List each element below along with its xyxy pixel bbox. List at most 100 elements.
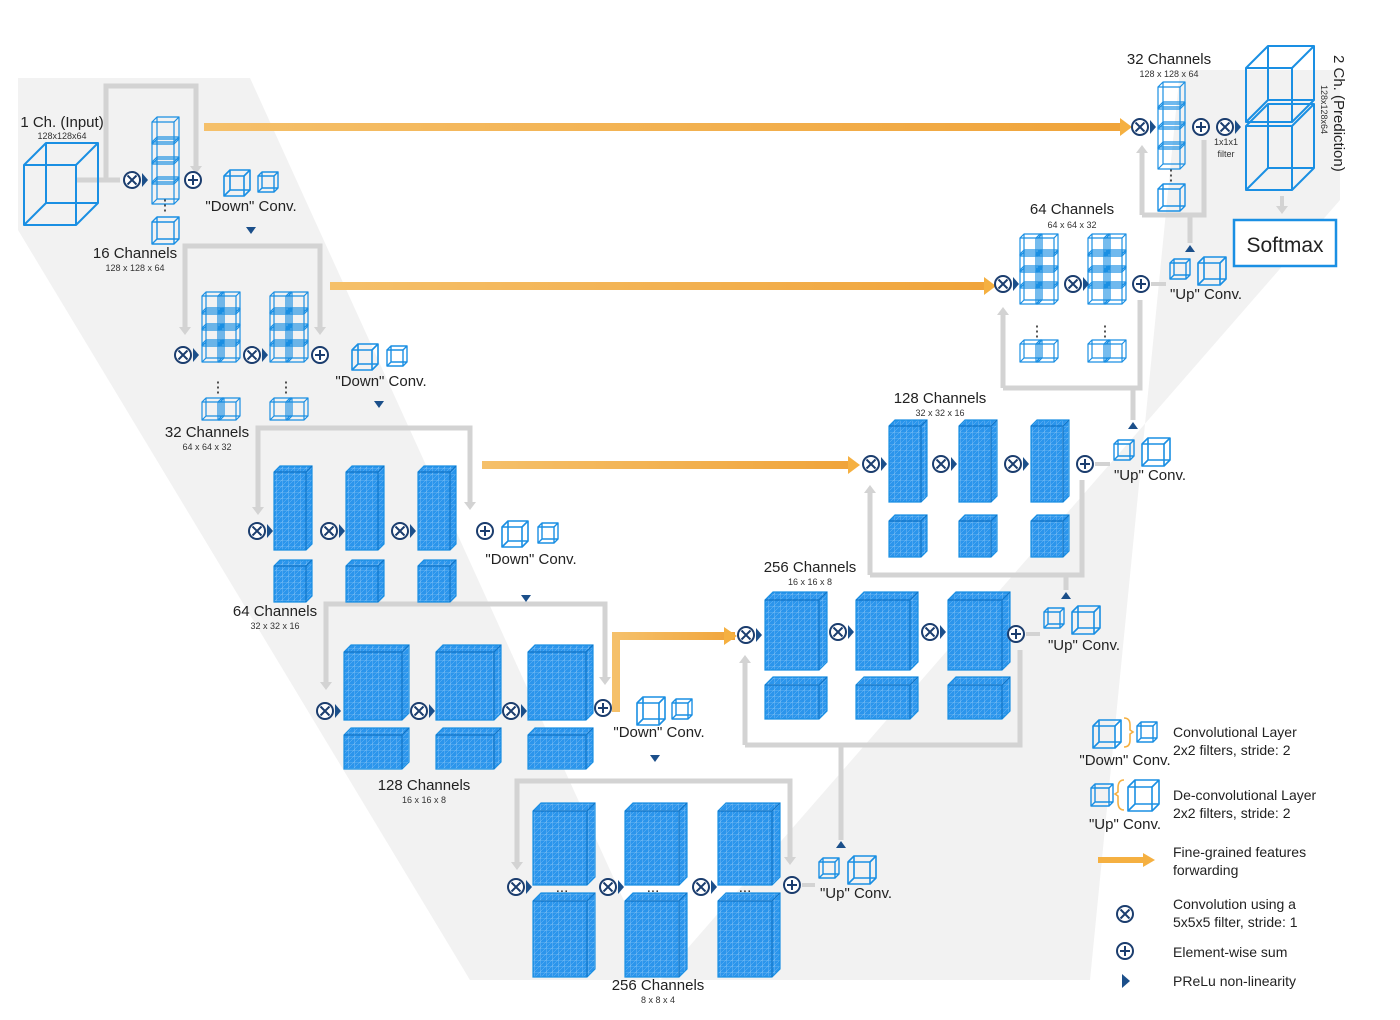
symbol-mark xyxy=(1219,121,1231,133)
legend-prelu-icon xyxy=(1122,974,1130,988)
cube-front-face xyxy=(1043,611,1061,629)
legend-conv-detail: 2x2 filters, stride: 2 xyxy=(1173,742,1291,758)
dense-block-edges xyxy=(418,559,457,602)
convolution-icon xyxy=(862,455,880,473)
cube-front-face xyxy=(1087,237,1107,257)
stage-dims: 8 x 8 x 4 xyxy=(641,995,675,1005)
cube-edges xyxy=(1043,607,1065,629)
feature-cube-icon xyxy=(217,339,241,363)
feature-block xyxy=(1030,419,1070,503)
dense-block-body xyxy=(417,559,457,603)
arrowhead-icon xyxy=(190,166,202,174)
legend-deconv-small-cube xyxy=(1090,783,1114,807)
symbol-mark xyxy=(315,350,325,360)
legend-deconv-caption: "Up" Conv. xyxy=(1089,816,1161,833)
stage-channels: 256 Channels xyxy=(764,559,857,576)
dense-block-edges xyxy=(274,559,313,602)
stage-channels: 32 Channels xyxy=(1127,51,1211,68)
cube-front-face xyxy=(1092,725,1116,749)
cube-edges xyxy=(671,698,693,720)
cube-front-face xyxy=(151,161,175,185)
ellipsis-glyph: ⋮ xyxy=(211,379,226,396)
down-marker-icon xyxy=(521,595,531,602)
cube-front-face xyxy=(1019,343,1039,363)
dense-block-body xyxy=(764,591,828,671)
down-conv-label: "Down" Conv. xyxy=(205,198,296,215)
convolution-icon xyxy=(737,626,755,644)
filter-label-2: filter xyxy=(1217,149,1234,159)
up-marker-icon xyxy=(1061,592,1071,599)
dense-block-body xyxy=(1030,514,1070,558)
convolution-icon xyxy=(507,878,525,896)
convolution-icon xyxy=(174,346,192,364)
feature-block xyxy=(764,676,828,720)
cube-edges xyxy=(1141,437,1171,467)
cube-edges xyxy=(217,339,241,363)
ellipsis-glyph: ⋮ xyxy=(279,379,294,396)
dense-block-body xyxy=(624,892,688,978)
connector-line xyxy=(745,650,1023,748)
convolution-icon xyxy=(243,346,261,364)
feature-cube-icon xyxy=(1035,281,1059,305)
down-marker-icon xyxy=(246,227,256,234)
sum-icon xyxy=(1116,942,1134,960)
connector-line xyxy=(103,83,199,180)
symbol-mark xyxy=(1119,908,1131,920)
sum-icon xyxy=(476,522,494,540)
input-dims: 128x128x64 xyxy=(37,131,86,141)
output-cube-front xyxy=(1245,103,1315,191)
up-conv-label: "Up" Conv. xyxy=(1048,637,1120,654)
sum-icon xyxy=(1192,118,1210,136)
cube-front-face xyxy=(23,164,77,226)
cube-edges xyxy=(1071,605,1101,635)
feature-block xyxy=(855,591,919,671)
cube-front-face xyxy=(1141,443,1165,467)
symbol-mark xyxy=(924,626,936,638)
output-cube-icon xyxy=(1245,45,1315,191)
down-conv-large-cube-icon xyxy=(636,696,666,726)
filter-label-1: 1x1x1 xyxy=(1214,137,1238,147)
symbol-mark xyxy=(695,881,707,893)
feature-block xyxy=(958,514,998,558)
cube-front-face xyxy=(1035,285,1055,305)
cube-front-face xyxy=(269,295,289,315)
symbol-mark xyxy=(1011,629,1021,639)
encoder-stage-3: 64 Channels 32 x 32 x 16 "Down" Conv. xyxy=(233,551,577,631)
legend-deconv-icon xyxy=(1090,779,1160,812)
cube-front-face xyxy=(269,401,289,421)
cube-front-face xyxy=(1035,269,1055,289)
cube-edges xyxy=(351,343,379,371)
feature-stack xyxy=(201,291,241,363)
block-layer: ⋮⋮⋮⋮⋮⋮ xyxy=(151,81,1227,978)
connector-line xyxy=(182,243,323,330)
convolution-icon xyxy=(994,275,1012,293)
feature-stack xyxy=(1087,339,1127,363)
dense-block-body xyxy=(947,591,1011,671)
symbol-mark xyxy=(505,705,517,717)
cube-front-face xyxy=(151,221,175,245)
feature-cube-icon xyxy=(285,339,309,363)
feature-cube-icon xyxy=(151,176,180,205)
dense-block-edges xyxy=(533,892,596,977)
down-conv-small-cube-icon xyxy=(671,698,693,720)
dense-block-edges xyxy=(765,591,828,670)
symbol-mark xyxy=(832,626,844,638)
stage-dims: 32 x 32 x 16 xyxy=(250,621,299,631)
convolution-icon xyxy=(1216,118,1234,136)
feature-block xyxy=(345,559,385,603)
feature-block xyxy=(417,465,457,551)
feature-block xyxy=(1030,514,1070,558)
down-marker-icon xyxy=(650,755,660,762)
cube-edges xyxy=(537,522,559,544)
up-conv-small-cube-icon xyxy=(818,857,840,879)
prelu-icon xyxy=(410,524,416,538)
down-conv-small-cube-icon xyxy=(257,171,279,193)
cube-front-face xyxy=(1087,343,1107,363)
legend-deconv-large-cube xyxy=(1127,779,1160,812)
cube-front-face xyxy=(1019,237,1039,257)
cube-front-face xyxy=(671,702,689,720)
dense-block-body xyxy=(888,514,928,558)
cube-front-face xyxy=(201,327,221,347)
dense-block-body xyxy=(527,727,594,770)
feature-stack xyxy=(201,397,241,421)
